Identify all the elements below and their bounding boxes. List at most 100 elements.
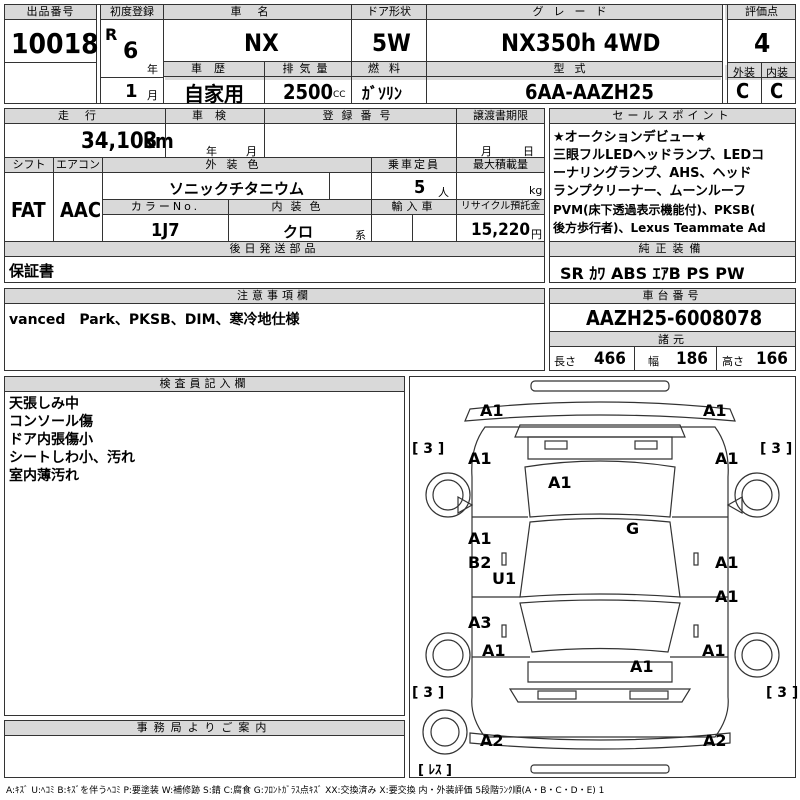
sales-point-box: セールスポイント ★オークションデビュー★ 三眼フルLEDヘッドランプ、LEDコ… bbox=[549, 108, 796, 242]
grade-value: NX350h 4WD bbox=[501, 29, 661, 57]
specs-label: 諸元 bbox=[658, 333, 688, 346]
tire-front-right: [ 3 ] bbox=[760, 441, 793, 457]
recycle-value: 15,220 bbox=[471, 220, 531, 240]
tire-rear-right: [ 3 ] bbox=[766, 685, 799, 701]
reg-number-cell: 登録番号 bbox=[264, 108, 457, 158]
notes-value: vanced Park、PKSB、DIM、寒冷地仕様 bbox=[9, 312, 300, 328]
specs-length: 466 bbox=[594, 349, 626, 369]
later-parts-label: 後日発送部品 bbox=[5, 242, 544, 257]
shift-label: シフト bbox=[5, 158, 53, 173]
damage-mark: A1 bbox=[468, 449, 492, 468]
mileage-label: 走行 bbox=[5, 109, 165, 124]
shift-cell: シフト FAT bbox=[4, 157, 54, 242]
grade-cell: グレード NX350h 4WD bbox=[426, 4, 723, 62]
specs-width-label: 幅 bbox=[648, 355, 659, 368]
mileage-unit: km bbox=[143, 129, 174, 153]
import-cell: 輸入車 bbox=[371, 199, 457, 242]
model-label: 型式 bbox=[427, 62, 722, 77]
history-label: 車歴 bbox=[164, 62, 264, 77]
damage-mark: A1 bbox=[715, 449, 739, 468]
damage-mark: A1 bbox=[468, 529, 492, 548]
first-reg-year-unit: 年 bbox=[147, 63, 158, 76]
first-reg-era: R bbox=[105, 25, 118, 44]
first-reg-year: 6 bbox=[123, 39, 139, 64]
later-parts-value: 保証書 bbox=[9, 262, 55, 280]
aircon-label: エアコン bbox=[54, 158, 102, 173]
sales-point-line: 後方歩行者)、Lexus Teammate Ad bbox=[553, 221, 766, 235]
office-box: 事務局よりご案内 bbox=[4, 720, 405, 778]
first-reg-label: 初度登録 bbox=[101, 5, 163, 20]
inspector-box: 検査員記入欄 天張しみ中 コンソール傷 ドア内張傷小 シートしわ小、汚れ 室内薄… bbox=[4, 376, 405, 716]
inspection-year-unit: 年 bbox=[206, 145, 217, 158]
damage-mark: A1 bbox=[480, 401, 504, 420]
ext-color-label: 外装色 bbox=[103, 158, 371, 173]
fuel-value: ｶﾞｿﾘﾝ bbox=[362, 84, 403, 103]
specs-height-label: 高さ bbox=[722, 355, 744, 368]
history-cell: 車歴 自家用 bbox=[163, 61, 265, 106]
chassis-label: 車台番号 bbox=[550, 289, 795, 304]
damage-mark: A1 bbox=[715, 553, 739, 572]
transfer-day-unit: 日 bbox=[523, 145, 534, 158]
sales-point-line: ★オークションデビュー★ bbox=[553, 130, 707, 145]
chassis-value: AAZH25-6008078 bbox=[586, 306, 763, 330]
notes-label: 注意事項欄 bbox=[5, 289, 544, 304]
shift-value: FAT bbox=[11, 198, 46, 222]
max-load-cell: 最大積載量 kg bbox=[456, 157, 545, 200]
displacement-unit: CC bbox=[333, 90, 346, 100]
equipment-value: SR ｶﾜ ABS ｴｱB PS PW bbox=[560, 264, 745, 283]
damage-mark: A1 bbox=[630, 657, 654, 676]
damage-mark: A1 bbox=[702, 641, 726, 660]
damage-mark: G bbox=[626, 519, 640, 538]
equipment-box: 純正装備 SR ｶﾜ ABS ｴｱB PS PW bbox=[549, 241, 796, 283]
first-reg-month-unit: 月 bbox=[147, 89, 158, 102]
transfer-month-unit: 月 bbox=[481, 145, 492, 158]
recycle-cell: リサイクル預託金 15,220 円 bbox=[456, 199, 545, 242]
lot-number-label: 出品番号 bbox=[5, 5, 96, 20]
score-int: C bbox=[770, 79, 784, 103]
inspection-label: 車検 bbox=[166, 109, 264, 124]
sales-point-line: ーナリングランプ、AHS、ヘッド bbox=[553, 166, 752, 181]
ext-color-cell: 外装色 ソニックチタニウム bbox=[102, 157, 372, 200]
score-label: 評価点 bbox=[728, 5, 795, 20]
car-name-label: 車名 bbox=[164, 5, 351, 20]
lot-number: 10018 bbox=[11, 27, 99, 60]
sales-point-line: PVM(床下透過表示機能付)、PKSB( bbox=[553, 203, 756, 217]
legend: A:ｷｽﾞ U:ﾍｺﾐ B:ｷｽﾞを伴うﾍｺﾐ P:要塗装 W:補修跡 S:錆 … bbox=[6, 786, 605, 796]
capacity-cell: 乗車定員 5 人 bbox=[371, 157, 457, 200]
int-color-cell: 内装色 クロ 系 bbox=[228, 199, 372, 242]
car-name-cell: 車名 NX bbox=[163, 4, 352, 62]
aircon-value: AAC bbox=[60, 198, 102, 222]
car-diagram: A1 A1 A1 A1 A1 G A1 B2 U1 A1 A1 A3 A1 A1… bbox=[409, 376, 799, 778]
office-label: 事務局よりご案内 bbox=[5, 721, 404, 736]
color-no-label: カラーNo. bbox=[103, 200, 228, 215]
capacity-value: 5 bbox=[414, 177, 426, 198]
inspector-line: ドア内張傷小 bbox=[9, 432, 93, 448]
score-cell: 評価点 4 外装 内装 C C bbox=[727, 4, 796, 104]
sales-point-line: 三眼フルLEDヘッドランプ、LEDコ bbox=[553, 148, 765, 163]
color-no-value: 1J7 bbox=[151, 220, 180, 241]
damage-mark: A1 bbox=[715, 587, 739, 606]
ext-color-value: ソニックチタニウム bbox=[169, 180, 305, 198]
history-value: 自家用 bbox=[184, 82, 244, 106]
car-name: NX bbox=[244, 29, 279, 57]
spare-tire-label: [ ﾚｽ ] bbox=[418, 763, 452, 778]
max-load-label: 最大積載量 bbox=[457, 158, 544, 173]
damage-mark: B2 bbox=[468, 553, 492, 572]
int-color-unit: 系 bbox=[355, 229, 366, 242]
inspector-line: コンソール傷 bbox=[9, 414, 93, 430]
sales-point-line: ランプクリーナー、ムーンルーフ bbox=[553, 184, 747, 199]
score-value: 4 bbox=[754, 29, 771, 59]
score-ext: C bbox=[736, 79, 750, 103]
recycle-unit: 円 bbox=[531, 228, 542, 241]
chassis-box: 車台番号 AAZH25-6008078 諸元 長さ 466 幅 186 高さ 1… bbox=[549, 288, 796, 371]
notes-box: 注意事項欄 vanced Park、PKSB、DIM、寒冷地仕様 bbox=[4, 288, 545, 371]
mileage-value: 34,103 bbox=[81, 129, 158, 154]
specs-length-label: 長さ bbox=[554, 355, 576, 368]
inspector-line: 天張しみ中 bbox=[9, 396, 79, 412]
inspection-month-unit: 月 bbox=[246, 145, 257, 158]
sales-point-label: セールスポイント bbox=[550, 109, 795, 124]
int-color-value: クロ bbox=[283, 223, 314, 241]
fuel-label: 燃料 bbox=[352, 62, 426, 77]
damage-mark: A2 bbox=[480, 731, 504, 750]
recycle-label: リサイクル預託金 bbox=[457, 200, 544, 215]
